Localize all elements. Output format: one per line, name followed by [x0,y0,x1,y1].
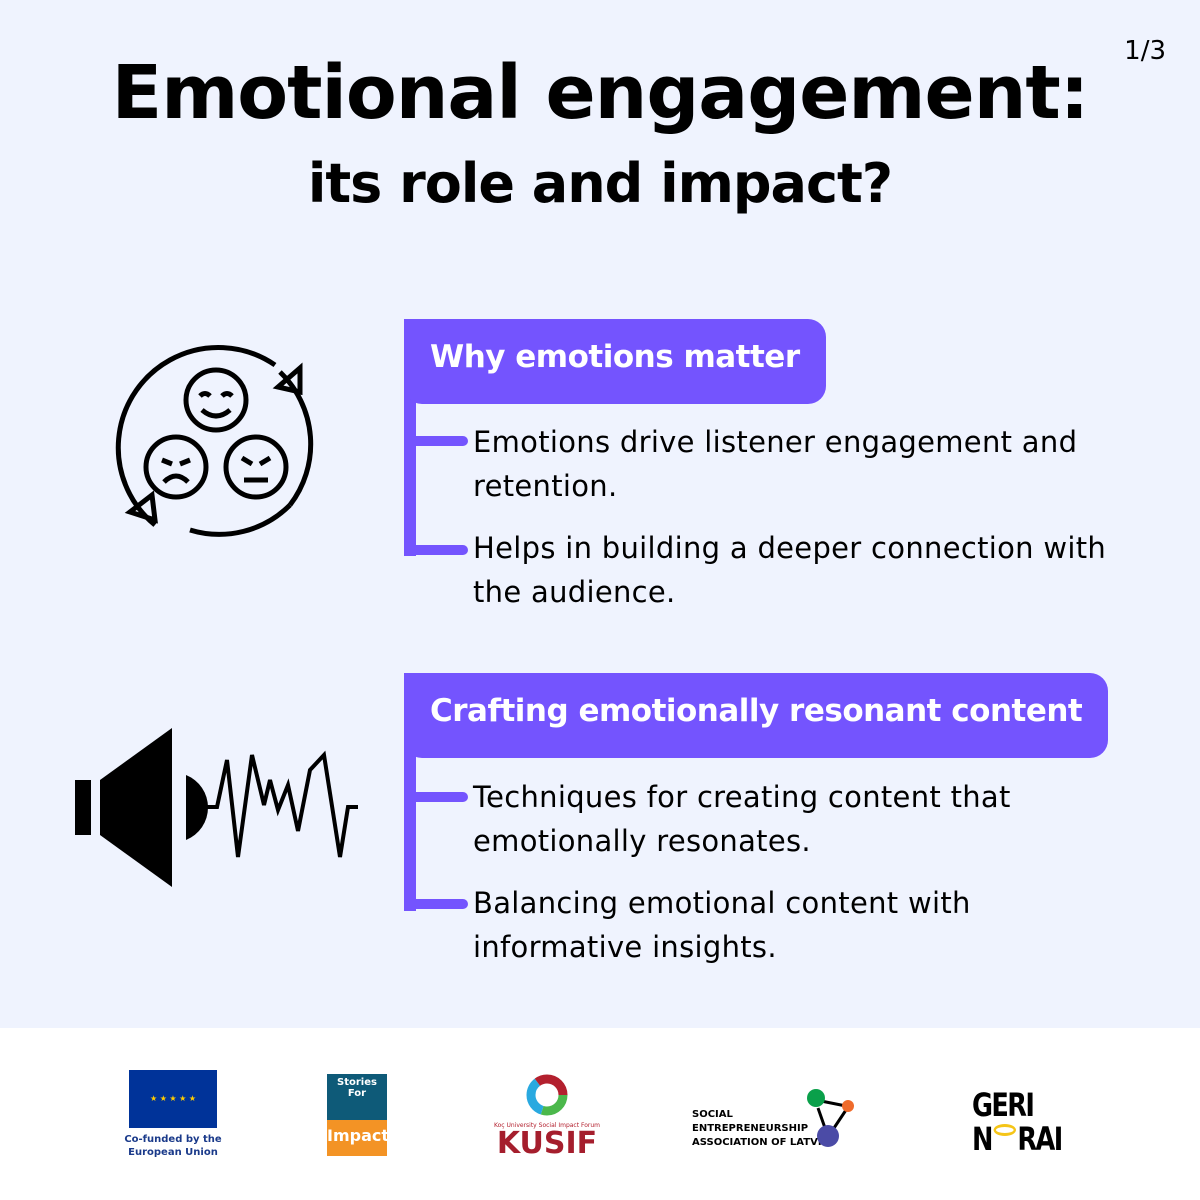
bullet-point: Techniques for creating content that emo… [473,780,1011,858]
seal-network-icon [807,1089,854,1147]
connector-branch [406,899,468,909]
kusif-logo: Koç University Social Impact Forum KUSIF [488,1072,606,1159]
bullet-point: Helps in building a deeper connection wi… [473,531,1107,609]
bullet-point: Balancing emotional content with informa… [473,886,971,964]
section-heading: Crafting emotionally resonant content [404,673,1109,758]
connector-line [404,360,416,556]
partner-logos-footer: ★ ★ ★ ★ ★ Co-funded by the European Unio… [0,1028,1200,1200]
eu-flag-icon: ★ ★ ★ ★ ★ [129,1070,217,1128]
bullet-point: Emotions drive listener engagement and r… [473,425,1078,503]
speaker-soundwave-icon [75,728,358,887]
seal-logo: SOCIAL ENTREPRENEURSHIP ASSOCIATION OF L… [692,1109,830,1148]
page-indicator: 1/3 [1124,36,1166,66]
kusif-ring-icon [526,1074,568,1116]
stories-for-impact-logo: Stories For Impact [327,1074,389,1160]
connector-branch [406,792,468,802]
page-title: Emotional engagement: [111,50,1090,136]
connector-branch [406,545,468,555]
emotions-cycle-icon [115,345,314,537]
eu-logo: ★ ★ ★ ★ ★ Co-funded by the European Unio… [118,1070,228,1159]
section-heading: Why emotions matter [404,319,826,404]
connector-branch [406,436,468,446]
page-subtitle: its role and impact? [307,152,893,215]
connector-line [404,715,416,911]
